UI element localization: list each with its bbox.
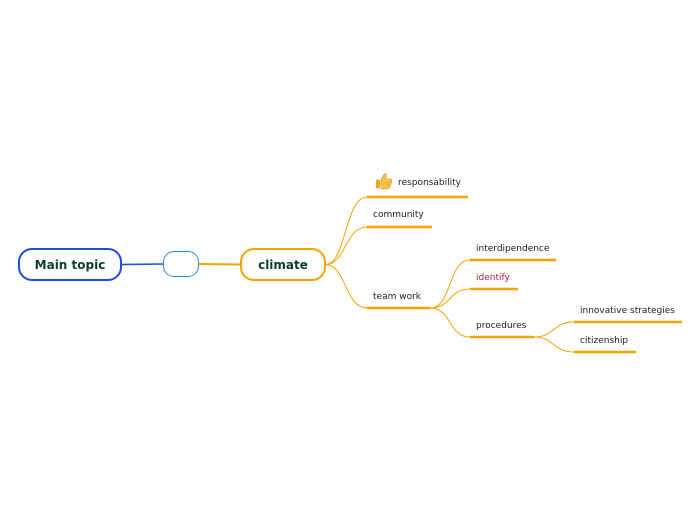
- blank-topic-node[interactable]: [163, 251, 199, 277]
- thumbs-up-icon: [376, 173, 393, 190]
- climate-topic-node[interactable]: climate: [240, 248, 326, 281]
- branch-citizenship[interactable]: citizenship: [580, 336, 629, 346]
- connector-climate-community: [325, 226, 368, 265]
- branch-team-work[interactable]: team work: [373, 292, 421, 302]
- branch-identify[interactable]: identify: [476, 273, 510, 283]
- connector-climate-responsability: [325, 196, 368, 265]
- connector-blank-climate: [198, 263, 241, 266]
- connector-teamwork-identify: [429, 288, 471, 309]
- connector-teamwork-interdipendence: [429, 259, 471, 309]
- connector-main-blank: [121, 263, 164, 266]
- connector-climate-teamwork: [325, 264, 368, 309]
- branch-responsability[interactable]: responsability: [398, 178, 461, 188]
- branch-innovative-strategies[interactable]: innovative strategies: [580, 306, 675, 316]
- branch-community[interactable]: community: [373, 210, 424, 220]
- main-topic-label: Main topic: [34, 257, 106, 272]
- connector-procedures-citizenship: [533, 336, 575, 353]
- climate-topic-label: climate: [258, 257, 308, 272]
- branch-procedures[interactable]: procedures: [476, 321, 527, 331]
- connector-procedures-innovative: [533, 321, 575, 338]
- connector-teamwork-procedures: [429, 307, 471, 338]
- main-topic-node[interactable]: Main topic: [18, 248, 122, 281]
- branch-interdipendence[interactable]: interdipendence: [476, 244, 550, 254]
